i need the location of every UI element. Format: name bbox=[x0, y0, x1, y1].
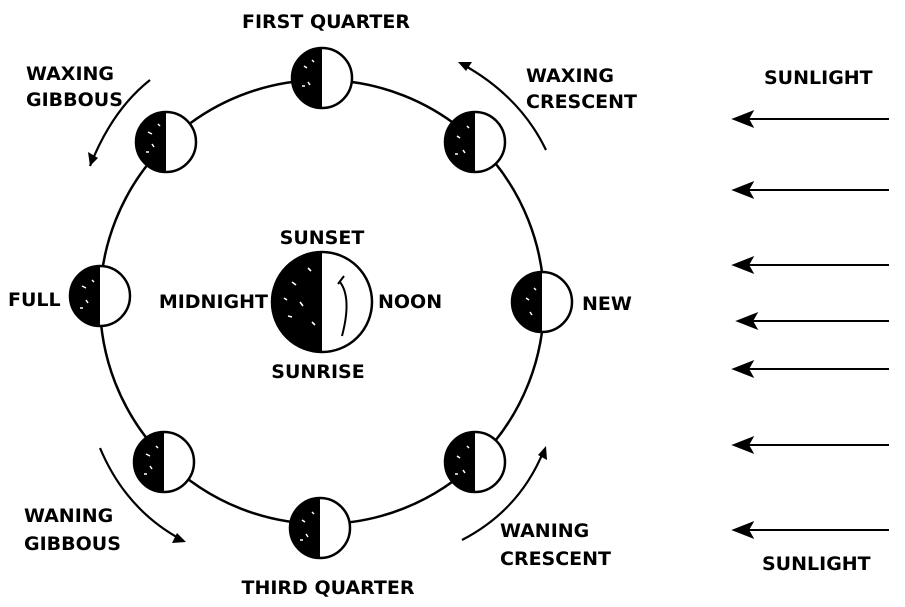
sunlight-arrow-icon bbox=[734, 258, 889, 272]
label-waxing-gibbous-line1: WAXING bbox=[26, 63, 114, 85]
label-sunlight-top: SUNLIGHT bbox=[764, 67, 873, 89]
moon-full bbox=[70, 266, 130, 326]
label-sunlight-bottom: SUNLIGHT bbox=[762, 553, 871, 575]
label-waning-gibbous-line2: GIBBOUS bbox=[24, 533, 121, 555]
moon-waxing-gibbous bbox=[136, 112, 196, 172]
label-waxing-gibbous-line2: GIBBOUS bbox=[26, 89, 123, 111]
sunlight-arrow-icon bbox=[738, 314, 889, 328]
label-waning-crescent-line2: CRESCENT bbox=[500, 548, 611, 570]
moon-waning-gibbous bbox=[134, 432, 194, 492]
label-full: FULL bbox=[8, 289, 61, 311]
label-waning-gibbous-line1: WANING bbox=[24, 505, 113, 527]
moon-first-quarter bbox=[292, 48, 352, 108]
label-third-quarter: THIRD QUARTER bbox=[242, 577, 415, 599]
moon-waxing-crescent bbox=[445, 112, 505, 172]
sunlight-arrow-icon bbox=[734, 362, 889, 376]
moon-waning-crescent bbox=[445, 432, 505, 492]
label-new: NEW bbox=[582, 293, 632, 315]
label-midnight: MIDNIGHT bbox=[159, 291, 268, 313]
moon-new bbox=[512, 272, 572, 332]
sunlight-arrow-icon bbox=[734, 112, 889, 126]
label-waxing-crescent-line1: WAXING bbox=[526, 65, 614, 87]
sunlight-arrow-icon bbox=[734, 523, 889, 537]
label-sunset: SUNSET bbox=[280, 227, 365, 249]
label-waxing-crescent-line2: CRESCENT bbox=[526, 91, 637, 113]
label-sunrise: SUNRISE bbox=[271, 361, 364, 383]
sunlight-arrow-icon bbox=[734, 183, 889, 197]
moon-third-quarter bbox=[290, 498, 350, 558]
label-noon: NOON bbox=[378, 291, 442, 313]
sunlight-arrows bbox=[734, 112, 889, 537]
sunlight-arrow-icon bbox=[734, 438, 889, 452]
label-first-quarter: FIRST QUARTER bbox=[242, 11, 410, 33]
earth-icon bbox=[272, 252, 372, 352]
label-waning-crescent-line1: WANING bbox=[500, 520, 589, 542]
